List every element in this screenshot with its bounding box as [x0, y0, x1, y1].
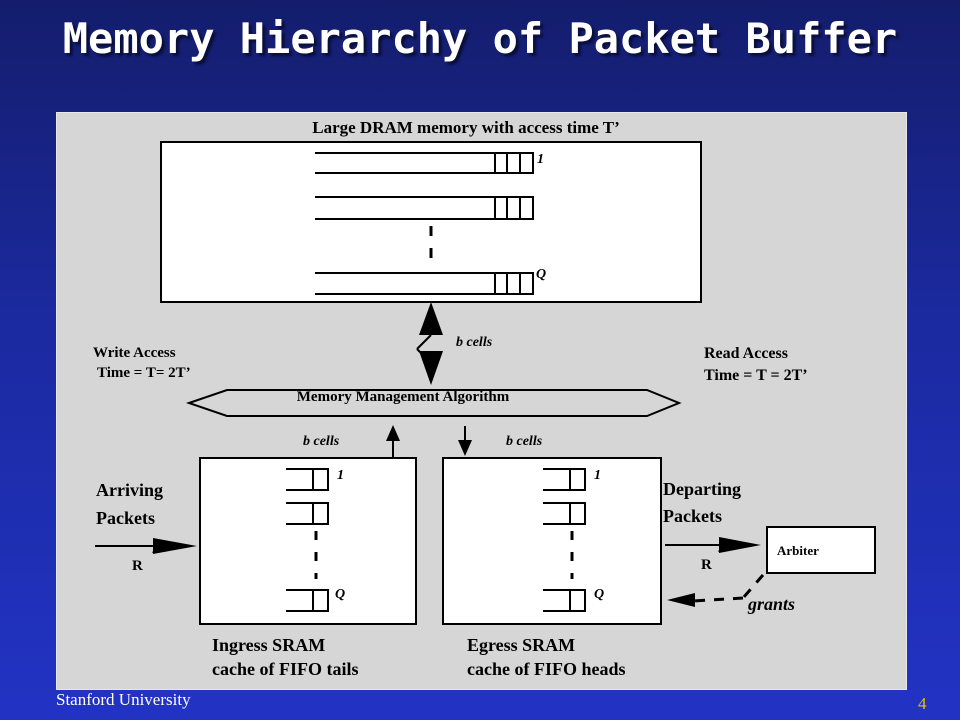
arbiter-box — [766, 526, 876, 574]
packet-buffer-diagram: Large DRAM memory with access time T’ 1 — [93, 118, 876, 679]
ingress-caption-line1: Ingress SRAM — [212, 635, 325, 655]
slide-title: Memory Hierarchy of Packet Buffer — [62, 14, 898, 63]
egress-sram-box — [442, 457, 662, 625]
grants-arrow — [667, 574, 765, 607]
dram-mma-arrow — [416, 302, 443, 385]
dram-queue-2 — [315, 196, 534, 220]
write-access-time: Time = T= 2T’ — [97, 365, 191, 381]
dram-queue-q — [315, 272, 534, 295]
departing-label-line2: Packets — [663, 506, 722, 526]
ingress-queue-q — [286, 589, 329, 612]
ingress-sram-box — [199, 457, 417, 625]
arriving-label-line1: Arriving — [96, 480, 163, 500]
ingress-queue-first-label: 1 — [337, 468, 344, 483]
egress-queue-last-label: Q — [594, 587, 604, 602]
egress-bus-label: b cells — [506, 434, 543, 449]
dram-queue-first-label: 1 — [537, 152, 544, 167]
read-access-time: Time = T = 2T’ — [704, 367, 808, 384]
diagram-panel: Large DRAM memory with access time T’ 1 — [56, 112, 907, 690]
write-access-label: Write Access — [93, 345, 176, 361]
egress-queue-2 — [543, 502, 586, 525]
ingress-to-mma-arrow — [386, 425, 400, 458]
departing-arrow — [665, 537, 761, 553]
mma-to-egress-arrow — [458, 426, 472, 456]
ingress-queue-last-label: Q — [335, 587, 345, 602]
grants-label: grants — [747, 594, 795, 614]
ingress-queue-2 — [286, 502, 329, 525]
read-access-label: Read Access — [704, 345, 788, 362]
egress-queue-first-label: 1 — [594, 468, 601, 483]
mma-label: Memory Management Algorithm — [297, 389, 510, 405]
dram-queue-1 — [315, 152, 534, 174]
arbiter-label: Arbiter — [777, 543, 819, 558]
departing-rate-label: R — [701, 557, 712, 573]
egress-caption-line1: Egress SRAM — [467, 635, 575, 655]
dram-bus-label: b cells — [456, 335, 493, 350]
arriving-arrow — [95, 538, 197, 554]
ingress-caption-line2: cache of FIFO tails — [212, 659, 358, 679]
egress-caption-line2: cache of FIFO heads — [467, 659, 625, 679]
ingress-bus-label: b cells — [303, 434, 340, 449]
egress-queue-1 — [543, 468, 586, 491]
arriving-label-line2: Packets — [96, 508, 155, 528]
page-number: 4 — [918, 694, 927, 713]
dram-queue-last-label: Q — [536, 267, 546, 282]
arriving-rate-label: R — [132, 558, 143, 574]
egress-queue-q — [543, 589, 586, 612]
departing-label-line1: Departing — [663, 479, 741, 499]
dram-box — [160, 141, 702, 303]
dram-label: Large DRAM memory with access time T’ — [312, 118, 620, 137]
footer-affiliation: Stanford University — [56, 690, 191, 709]
mma-shape — [185, 389, 682, 417]
ingress-queue-1 — [286, 468, 329, 491]
